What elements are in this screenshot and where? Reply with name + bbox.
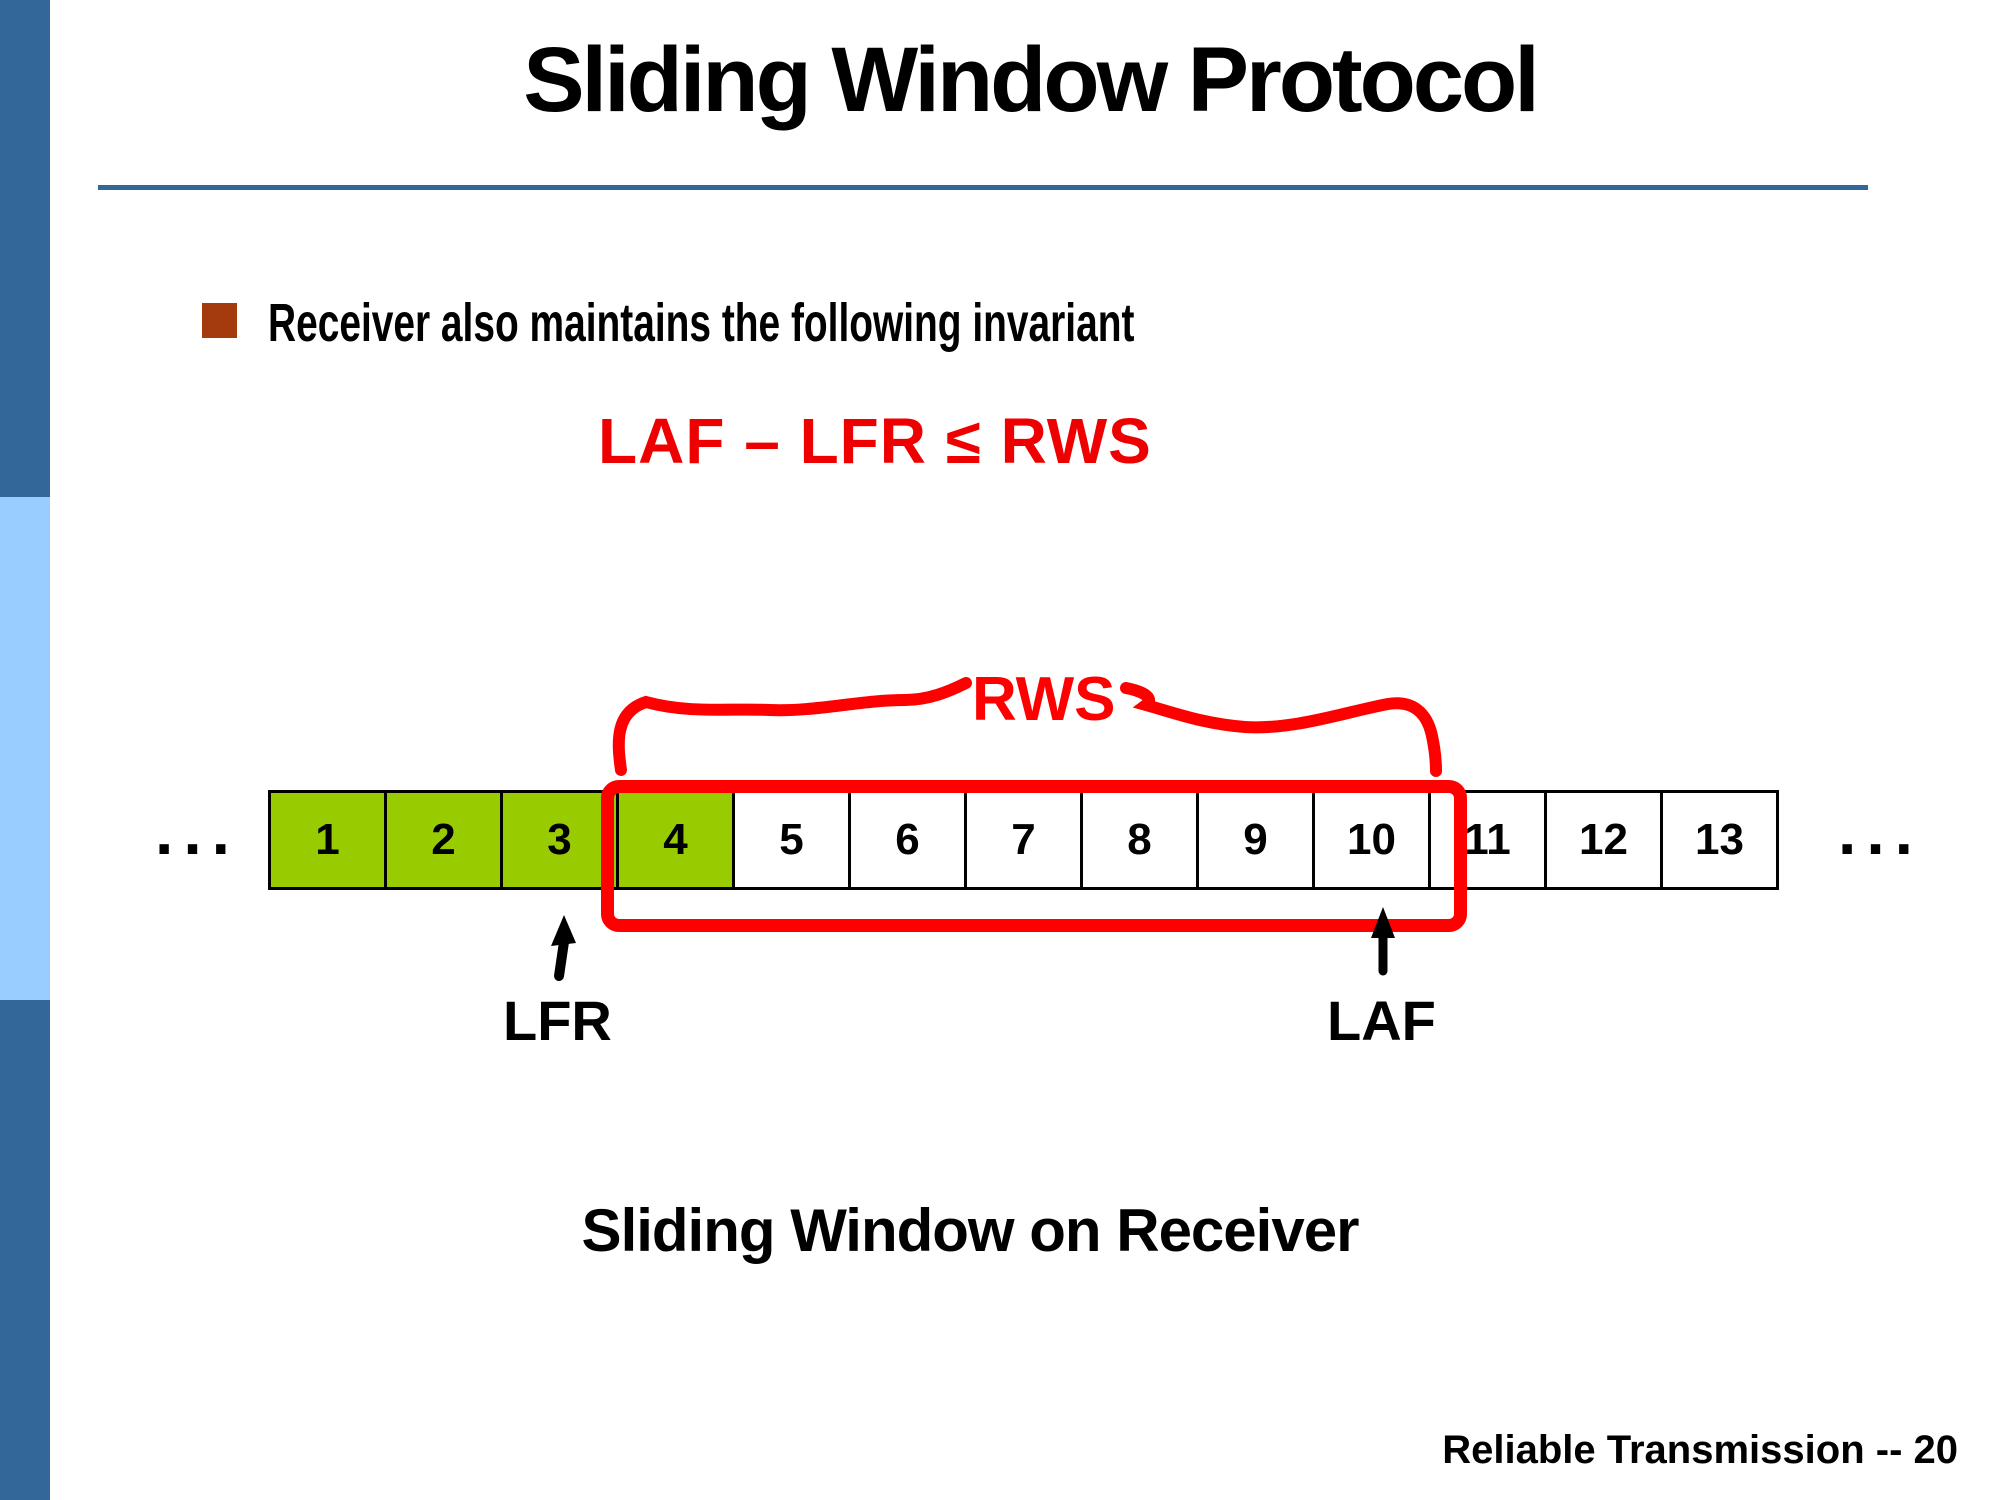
left-ellipsis: ... — [155, 794, 241, 868]
sidebar-band-middle — [0, 497, 50, 1000]
sequence-cell-10: 10 — [1312, 790, 1431, 890]
rws-brace-right-icon — [1120, 682, 1442, 777]
sidebar-band-bottom — [0, 1000, 50, 1500]
diagram-caption: Sliding Window on Receiver — [581, 1197, 1360, 1264]
sequence-cell-13: 13 — [1660, 790, 1779, 890]
sidebar-band-top — [0, 0, 50, 497]
sequence-tape: 1 2 3 4 5 6 7 8 9 10 11 12 13 — [268, 790, 1779, 890]
title-underline — [98, 185, 1868, 190]
sequence-cell-2: 2 — [384, 790, 503, 890]
sequence-cell-12: 12 — [1544, 790, 1663, 890]
sequence-cell-1: 1 — [268, 790, 387, 890]
receive-window-outline — [601, 780, 1467, 932]
sequence-cell-4: 4 — [616, 790, 735, 890]
slide-title: Sliding Window Protocol — [523, 29, 1540, 131]
rws-brace-left-icon — [612, 677, 972, 776]
sequence-cell-7: 7 — [964, 790, 1083, 890]
rws-label: RWS — [972, 665, 1116, 734]
laf-label: LAF — [1327, 989, 1436, 1052]
sequence-cell-8: 8 — [1080, 790, 1199, 890]
bullet-square-icon — [202, 303, 237, 338]
invariant-formula: LAF – LFR ≤ RWS — [598, 405, 1152, 477]
right-ellipsis: ... — [1838, 794, 1924, 868]
lfr-label: LFR — [503, 989, 612, 1052]
slide-footer-page-label: Reliable Transmission -- 20 — [1442, 1428, 1958, 1472]
bullet-text: Receiver also maintains the following in… — [268, 293, 1135, 353]
lfr-arrow-icon — [551, 915, 576, 981]
sequence-cell-6: 6 — [848, 790, 967, 890]
